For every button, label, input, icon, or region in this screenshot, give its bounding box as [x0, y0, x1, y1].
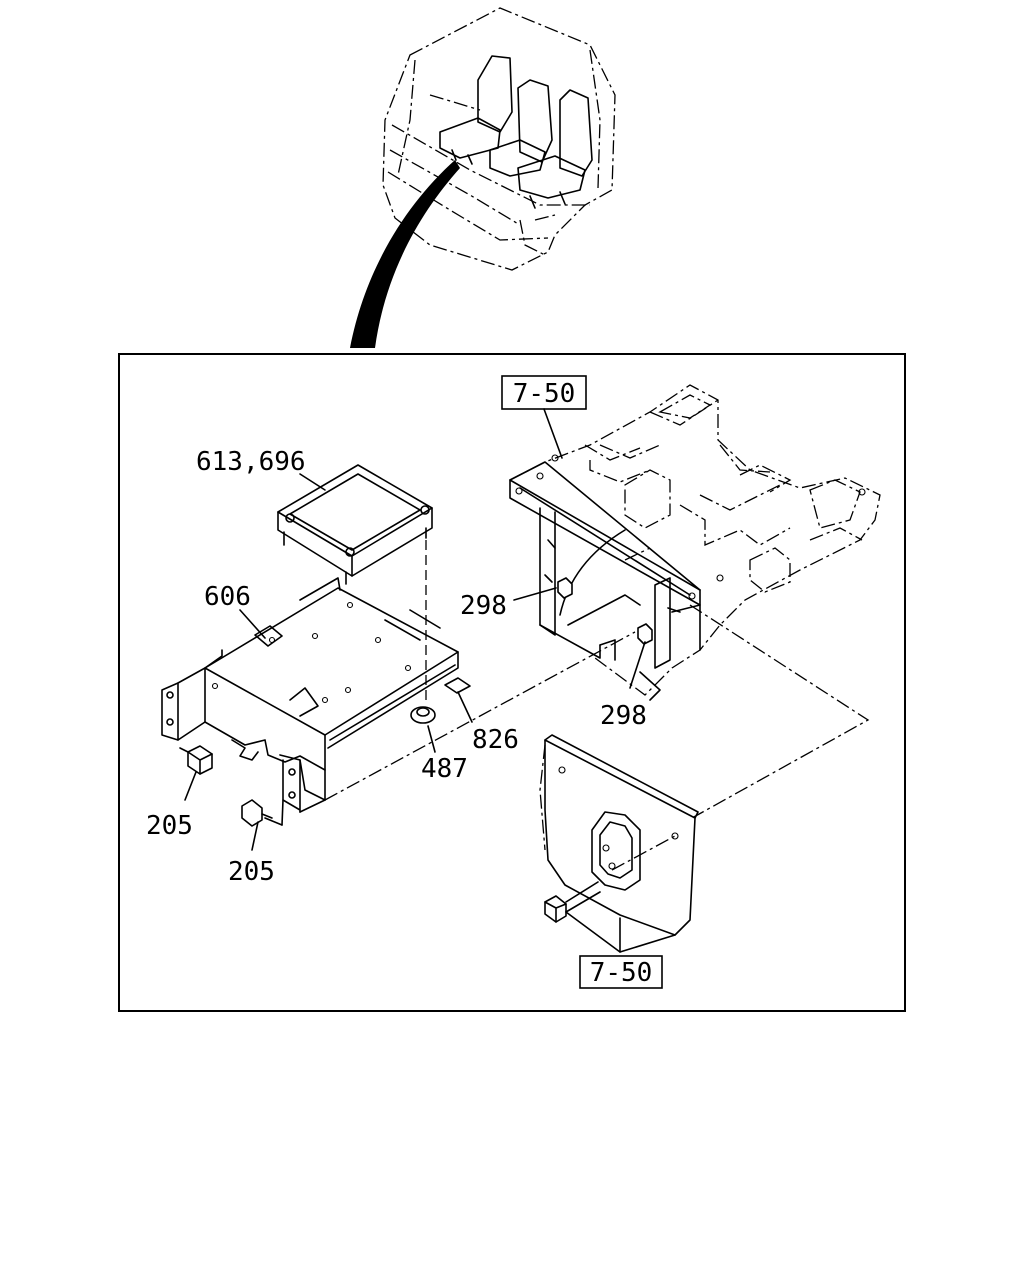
reference-top: 7-50 [501, 375, 587, 459]
clip-298-upper [513, 577, 573, 601]
reference-top-label: 7-50 [513, 379, 576, 409]
assembly-line-bracket [324, 631, 636, 801]
cab-overview [382, 7, 616, 271]
pad-826 [444, 677, 473, 723]
callout-grommet: 487 [421, 754, 468, 784]
callout-bracket: 606 [204, 582, 251, 612]
cab-floor-frame [509, 384, 881, 701]
grommet-487 [410, 540, 436, 753]
ecu-bracket [161, 577, 459, 813]
callout-swoosh [350, 160, 460, 348]
ecu-unit [277, 464, 433, 585]
cover-bolt [544, 881, 676, 953]
callout-clip-lower: 298 [600, 701, 647, 731]
bolt-205-right [241, 799, 284, 851]
reference-bottom: 7-50 [579, 955, 663, 989]
callout-clip-upper: 298 [460, 591, 507, 621]
cover-panel [539, 734, 699, 936]
callout-pad: 826 [472, 725, 519, 755]
callout-ecu: 613,696 [196, 447, 306, 477]
bolt-205-left [179, 745, 213, 801]
callout-bolt-left: 205 [146, 811, 193, 841]
assembly-line-cover [689, 604, 870, 819]
callout-bolt-right: 205 [228, 857, 275, 887]
clip-298-lower [629, 623, 653, 689]
reference-bottom-label: 7-50 [590, 958, 653, 988]
detail-frame [118, 353, 906, 1012]
